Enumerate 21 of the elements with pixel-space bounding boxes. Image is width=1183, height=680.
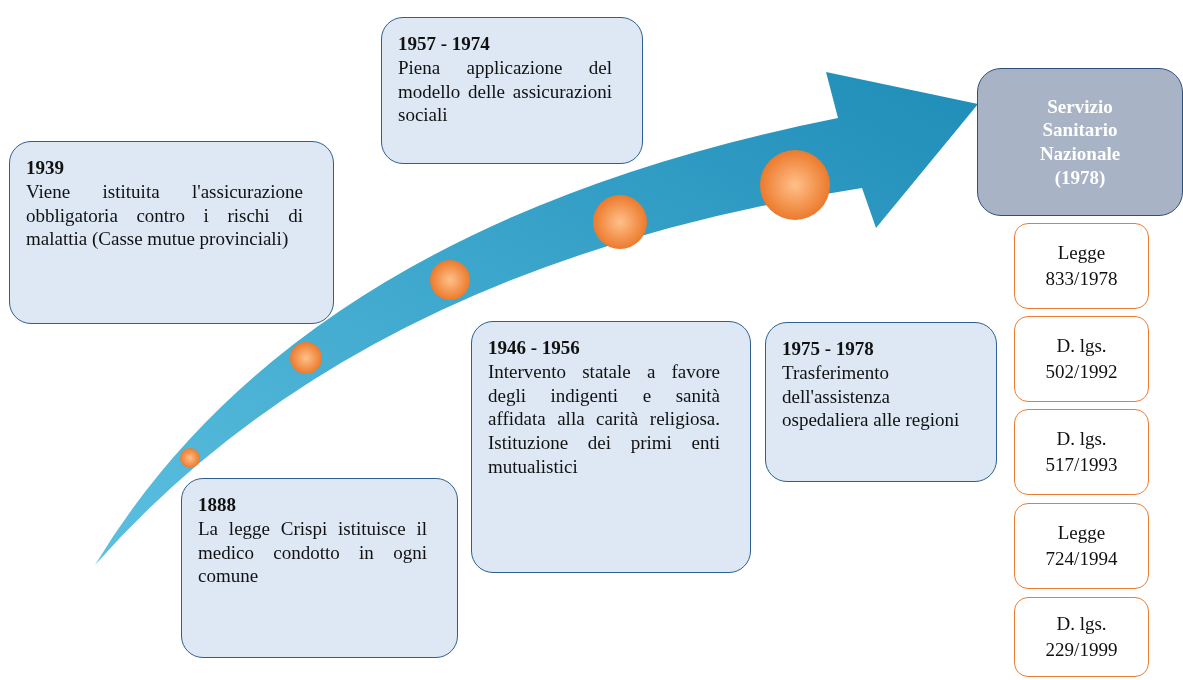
timeline-box xyxy=(471,321,751,573)
timeline-box xyxy=(381,17,643,164)
year-heading: 1957 - 1974 xyxy=(398,32,491,56)
header-box: Servizio Sanitario Nazionale (1978) xyxy=(977,68,1183,216)
timeline-box xyxy=(9,141,334,324)
description-text: Intervento statale a favore degli indigenti e sanità affidata alla carità religiosa. Istituzione dei primi enti mutualistici xyxy=(488,359,720,479)
year-heading: 1939 xyxy=(26,156,65,180)
year-heading: 1975 - 1978 xyxy=(782,337,875,361)
law-box: D. lgs. 229/1999 xyxy=(1014,597,1149,677)
law-box: D. lgs. 517/1993 xyxy=(1014,409,1149,495)
law-box: Legge 724/1994 xyxy=(1014,503,1149,589)
timeline-box xyxy=(181,478,458,658)
description-text: Piena applicazione del modello delle assicurazioni sociali xyxy=(398,55,612,127)
year-heading: 1888 xyxy=(198,493,237,517)
law-box: Legge 833/1978 xyxy=(1014,223,1149,309)
timeline-box xyxy=(765,322,997,482)
description-text: Trasferimento dell'assistenza ospedaliera alle regioni xyxy=(782,360,961,432)
description-text: La legge Crispi istituisce il medico condotto in ogni comune xyxy=(198,516,427,588)
year-heading: 1946 - 1956 xyxy=(488,336,581,360)
description-text: Viene istituita l'assicurazione obbligatoria contro i rischi di malattia (Casse mutue provinciali) xyxy=(26,179,303,251)
law-box: D. lgs. 502/1992 xyxy=(1014,316,1149,402)
